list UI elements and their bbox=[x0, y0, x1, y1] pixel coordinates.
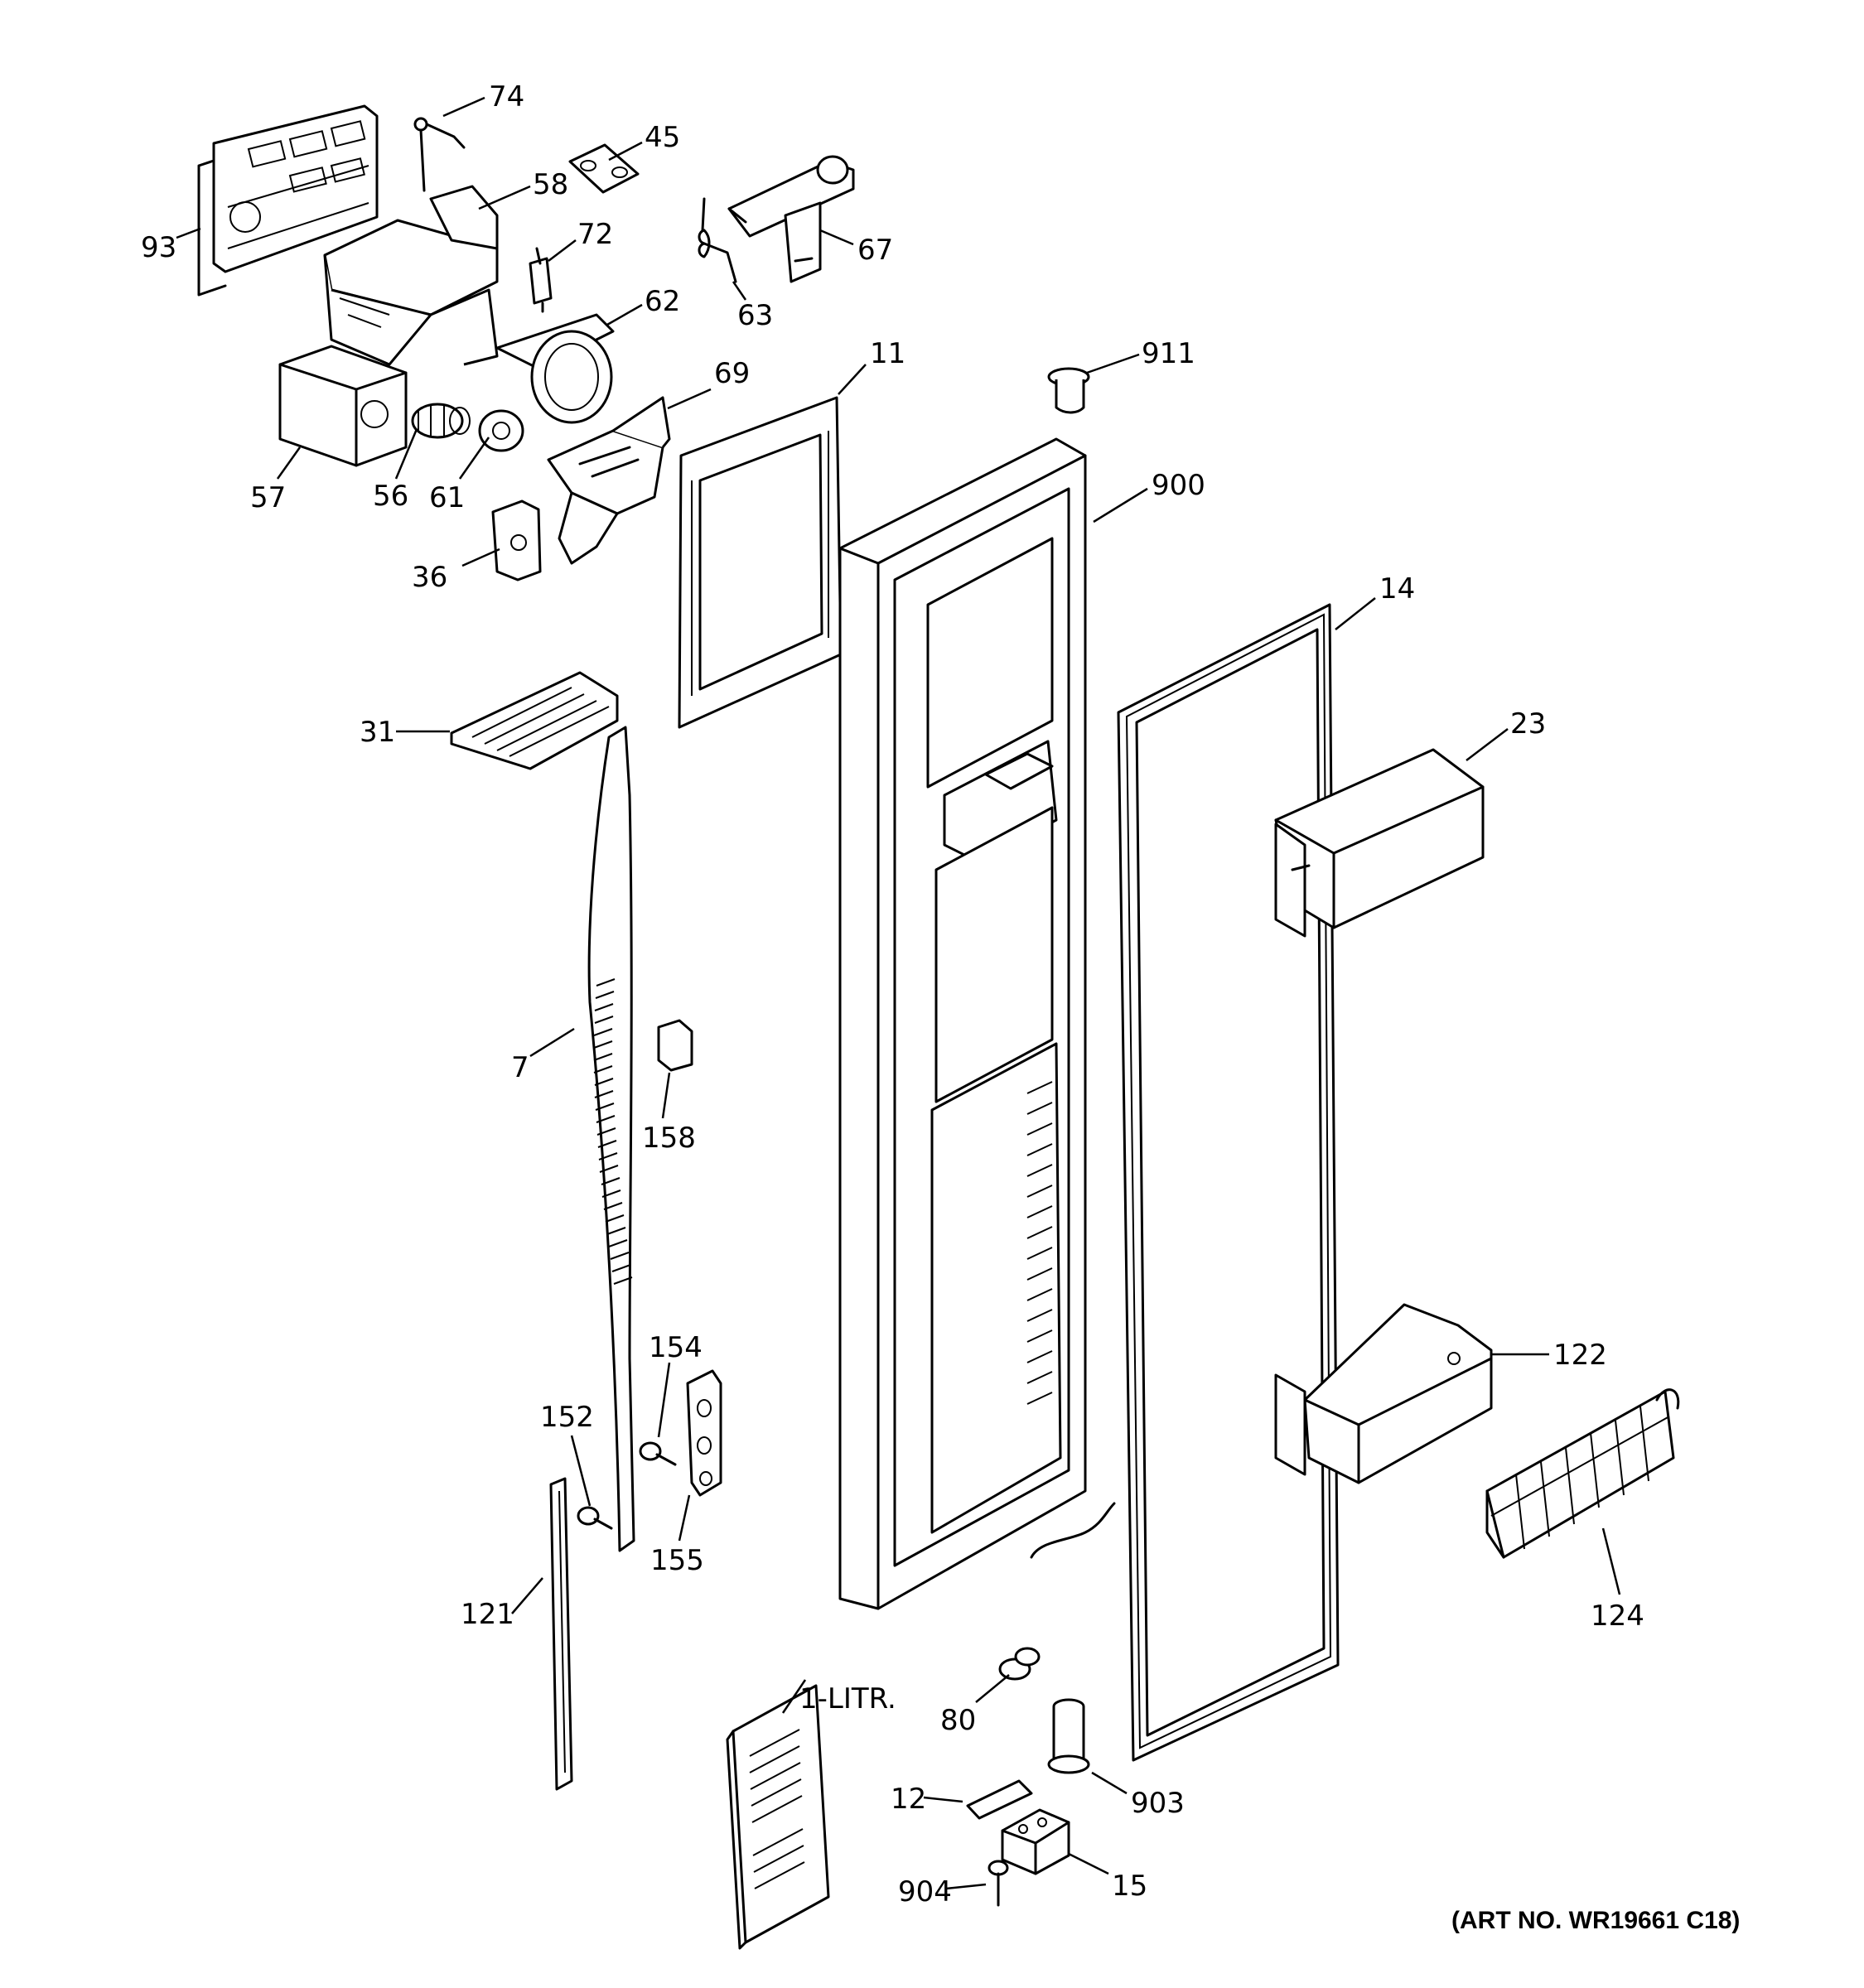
callout-15: 15 bbox=[1112, 1870, 1147, 1903]
frame-11-part bbox=[678, 396, 843, 729]
door-shelf-clips bbox=[1026, 1081, 1053, 1405]
spring-63-part bbox=[698, 197, 737, 283]
callout-31: 31 bbox=[360, 716, 395, 749]
callout-124: 124 bbox=[1591, 1600, 1644, 1633]
callout-93: 93 bbox=[141, 231, 176, 264]
auger-part bbox=[411, 403, 471, 439]
ring-bracket-part bbox=[495, 313, 615, 424]
callout-74: 74 bbox=[489, 80, 524, 113]
bracket-45-part bbox=[568, 143, 640, 194]
bushing-911-part bbox=[1047, 367, 1090, 414]
door-bin-23-part bbox=[1274, 748, 1485, 938]
screw-152-part bbox=[577, 1506, 613, 1530]
chute-flap-part bbox=[547, 396, 671, 565]
door-bin-122-part bbox=[1274, 1303, 1493, 1484]
literature-booklet-part bbox=[726, 1684, 830, 1950]
callout-158: 158 bbox=[642, 1122, 696, 1155]
leader-lines bbox=[176, 96, 1621, 1890]
callout-63: 63 bbox=[737, 299, 773, 332]
callout-67: 67 bbox=[857, 234, 893, 267]
callout-903: 903 bbox=[1131, 1787, 1185, 1820]
spring-74-part bbox=[413, 117, 466, 192]
lever-67-part bbox=[727, 155, 855, 283]
callout-36: 36 bbox=[412, 561, 447, 594]
callout-62: 62 bbox=[645, 285, 680, 318]
callout-23: 23 bbox=[1510, 707, 1546, 741]
callout-56: 56 bbox=[373, 480, 408, 513]
plug-80-part bbox=[998, 1647, 1041, 1681]
callout-1-litr: 1-LITR. bbox=[799, 1682, 896, 1715]
trim-121-part bbox=[549, 1477, 573, 1791]
callout-72: 72 bbox=[577, 218, 613, 251]
callout-911: 911 bbox=[1142, 337, 1195, 370]
screw-154-part bbox=[639, 1441, 677, 1466]
drip-grille-part bbox=[450, 671, 619, 770]
callout-69: 69 bbox=[714, 357, 750, 390]
handle-part bbox=[587, 726, 635, 1552]
coupler-part bbox=[478, 409, 524, 452]
callout-labels: 74 45 58 93 72 67 63 62 11 911 69 57 56 … bbox=[141, 80, 1644, 1908]
hinge-pin-903-part bbox=[1047, 1698, 1090, 1774]
clip-158-part bbox=[657, 1019, 693, 1072]
bracket-36-part bbox=[491, 499, 542, 581]
dispenser-housing-part bbox=[323, 185, 499, 366]
callout-58: 58 bbox=[533, 168, 568, 201]
callout-152: 152 bbox=[540, 1401, 594, 1434]
callout-80: 80 bbox=[940, 1704, 976, 1737]
callout-7: 7 bbox=[511, 1051, 529, 1084]
hinge-plate-155-part bbox=[686, 1369, 722, 1497]
art-number: (ART NO. WR19661 C18) bbox=[1451, 1907, 1740, 1934]
wire-basket-part bbox=[1485, 1388, 1680, 1559]
switch-part bbox=[529, 247, 553, 313]
door-900-part bbox=[838, 437, 1116, 1610]
control-panel-part bbox=[197, 104, 379, 297]
shim-12-part bbox=[966, 1779, 1033, 1820]
hinge-15-part bbox=[1001, 1808, 1070, 1875]
callout-154: 154 bbox=[649, 1331, 703, 1364]
screw-904-part bbox=[988, 1860, 1009, 1907]
callout-11: 11 bbox=[870, 337, 905, 370]
callout-61: 61 bbox=[429, 481, 465, 514]
callout-900: 900 bbox=[1152, 469, 1205, 502]
callout-45: 45 bbox=[645, 121, 680, 154]
callout-155: 155 bbox=[650, 1544, 704, 1577]
callout-122: 122 bbox=[1553, 1339, 1607, 1372]
box-57-part bbox=[278, 345, 408, 467]
callout-121: 121 bbox=[461, 1598, 514, 1631]
callout-904: 904 bbox=[898, 1875, 952, 1908]
gasket-part bbox=[1117, 603, 1340, 1762]
callout-12: 12 bbox=[891, 1783, 926, 1816]
callout-14: 14 bbox=[1379, 572, 1415, 606]
callout-57: 57 bbox=[250, 481, 286, 514]
